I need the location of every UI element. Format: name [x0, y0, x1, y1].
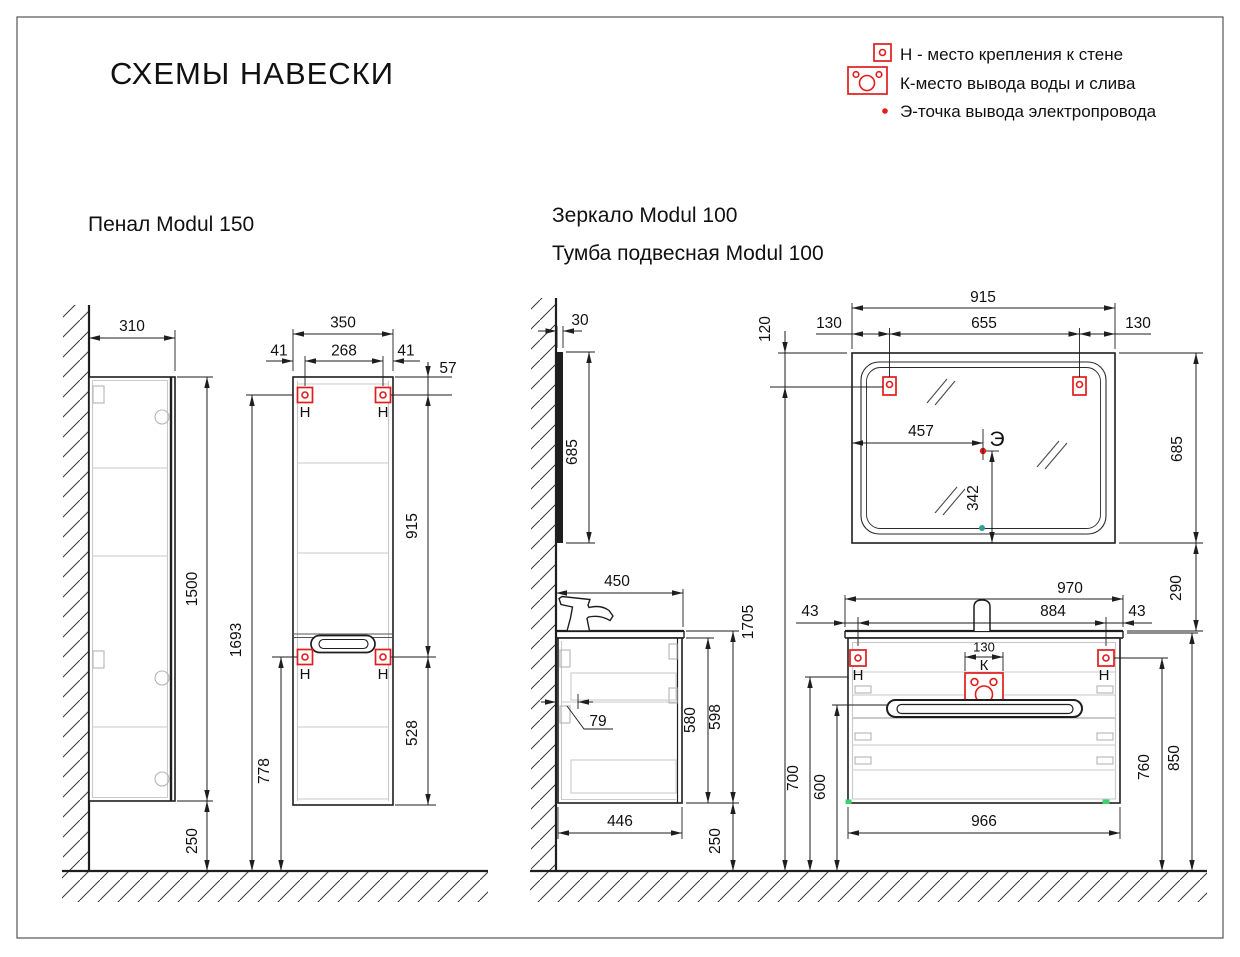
electric-from-bottom-label: 342 — [965, 485, 982, 511]
wall-mount-icon — [873, 43, 892, 62]
vanity-front-dimensions: 970 43 884 43 130 700 600 966 — [785, 580, 1198, 872]
penal-front-view: Н Н Н Н — [292, 376, 394, 806]
vanity-bottom-depth-label: 446 — [607, 813, 633, 830]
page-border — [16, 16, 1224, 939]
mirror-depth-dim-label: 30 — [571, 312, 589, 329]
vanity-wall-gap-label: 79 — [589, 713, 606, 730]
vanity-side-view — [556, 595, 685, 804]
touch-sensor-dot — [979, 525, 985, 531]
mirror-mount-height-label: 1705 — [740, 605, 757, 639]
vanity-title: Тумба подвесная Modul 100 — [552, 242, 824, 265]
penal-front-dimensions: 350 41 268 41 57 915 528 778 — [256, 315, 457, 872]
glass-shine-marks — [926, 378, 1068, 516]
mirror-gap-below-label: 290 — [1168, 575, 1185, 601]
vanity-mount-marker-right — [1097, 649, 1115, 667]
mirror-mount-top-offset-label: 120 — [757, 316, 774, 342]
mirror-height-dim-label: 685 — [1169, 436, 1186, 462]
mirror-dimensions: 915 130 655 130 120 1705 457 342 — [740, 289, 1203, 872]
mirror-mount-left-inset-label: 130 — [816, 315, 842, 332]
penal-depth-dim-label: 310 — [119, 318, 145, 335]
mirror-front-view: Э — [851, 352, 1116, 544]
mirror-vanity-section: Зеркало Modul 100 Тумба подвесная Modul … — [530, 204, 1207, 902]
vanity-side-dimensions: 450 79 580 598 446 250 — [541, 573, 739, 872]
mirror-mount-right-inset-label: 130 — [1125, 315, 1151, 332]
vanity-mount-marker-left — [849, 649, 867, 667]
vanity-mount-left-inset-label: 43 — [801, 603, 818, 620]
page-title: СХЕМЫ НАВЕСКИ — [110, 56, 394, 91]
penal-mount-marker-top-left — [296, 386, 314, 404]
penal-side-view — [88, 376, 176, 802]
vanity-bottom-clearance-label: 250 — [707, 828, 724, 854]
vanity-mount-height-label: 760 — [1136, 754, 1153, 780]
vanity-mount-spacing-label: 884 — [1040, 603, 1066, 620]
penal-mount-marker-top-right — [374, 386, 392, 404]
penal-section: Пенал Modul 150 310 — [62, 213, 488, 902]
mirror-width-dim-label: 915 — [970, 289, 996, 306]
faucet-side-view — [558, 595, 614, 632]
penal-mount-left-inset-label: 41 — [270, 343, 287, 360]
floor-hatch-right — [530, 871, 1207, 902]
water-letter: К — [980, 657, 989, 674]
vanity-handle — [886, 699, 1083, 718]
mirror-mount-spacing-label: 655 — [971, 315, 997, 332]
wall-hatch-right — [531, 298, 556, 871]
mount-letter: Н — [300, 404, 311, 421]
penal-width-dim-label: 350 — [330, 315, 356, 332]
wall-hatch-left — [63, 305, 89, 871]
mount-letter: Н — [378, 404, 389, 421]
mirror-title: Зеркало Modul 100 — [552, 204, 737, 227]
electric-letter: Э — [989, 428, 1004, 451]
legend: Н - место крепления к стене К-место выво… — [847, 43, 1157, 121]
vanity-top-width-label: 970 — [1057, 580, 1083, 597]
floor-hatch-left — [62, 871, 488, 902]
vanity-handle-height-label: 600 — [812, 774, 829, 800]
vanity-front-view: К Н Н — [844, 599, 1124, 804]
mirror-mount-marker-right — [1072, 376, 1087, 396]
mount-letter: Н — [1099, 667, 1110, 684]
penal-mount-marker-mid-left — [296, 648, 314, 666]
vanity-total-height-label: 598 — [707, 704, 724, 730]
mount-letter: Н — [300, 666, 311, 683]
penal-mount-right-inset-label: 41 — [397, 343, 414, 360]
penal-mount-vertical-spacing-label: 915 — [404, 513, 421, 539]
penal-handle — [310, 634, 376, 654]
header: СХЕМЫ НАВЕСКИ — [110, 56, 394, 91]
penal-bottom-section-label: 528 — [404, 720, 421, 746]
vanity-drain-width-label: 130 — [973, 640, 995, 655]
electric-point-icon — [882, 108, 888, 114]
penal-mount-spacing-label: 268 — [331, 343, 357, 360]
vanity-bottom-width-label: 966 — [971, 813, 997, 830]
faucet-front-view — [973, 599, 991, 631]
electric-from-left-label: 457 — [908, 423, 934, 440]
penal-lower-mount-height-label: 778 — [256, 758, 273, 784]
vanity-top-depth-label: 450 — [604, 573, 630, 590]
penal-mount-marker-mid-right — [374, 648, 392, 666]
green-tick-left — [845, 799, 852, 804]
vanity-top-height-label: 850 — [1166, 745, 1183, 771]
mirror-side-view: 30 685 — [538, 312, 595, 544]
mirror-mount-marker-left — [882, 376, 897, 396]
mirror-side-height-label: 685 — [564, 439, 581, 465]
mount-letter: Н — [853, 667, 864, 684]
legend-water-label: К-место вывода воды и слива — [900, 74, 1136, 93]
penal-mount-total-height-label: 1693 — [228, 623, 245, 657]
penal-height-dim-label: 1500 — [184, 571, 201, 606]
penal-bottom-clearance-label: 250 — [184, 828, 201, 854]
legend-mount-label: Н - место крепления к стене — [900, 45, 1123, 64]
penal-side-dimensions: 310 1500 1693 250 — [88, 318, 298, 872]
penal-title: Пенал Modul 150 — [88, 213, 254, 236]
water-outlet-icon — [847, 66, 888, 95]
vanity-mount-right-inset-label: 43 — [1128, 603, 1145, 620]
vanity-mount-line-height-label: 700 — [785, 765, 802, 791]
mount-letter: Н — [378, 666, 389, 683]
vanity-body-height-label: 580 — [682, 707, 699, 733]
green-tick-right — [1102, 799, 1110, 804]
penal-mount-top-offset-label: 57 — [439, 360, 456, 377]
legend-electric-label: Э-точка вывода электропровода — [900, 102, 1157, 121]
